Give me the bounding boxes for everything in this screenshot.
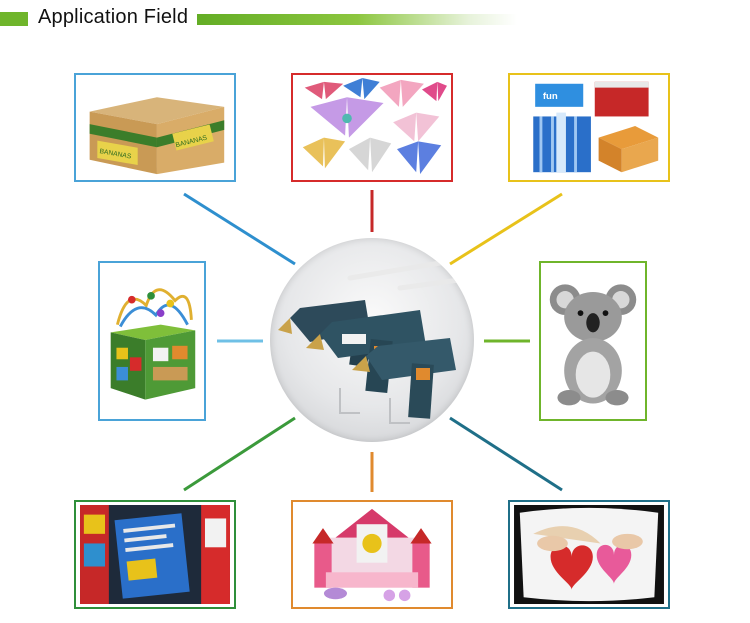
- header-accent-block: [0, 12, 28, 26]
- card-gift-boxes: fun: [508, 73, 670, 182]
- retail-packaging-icon: [80, 505, 230, 604]
- card-ribbon-bows: [291, 73, 453, 182]
- header-gradient-bar: [197, 14, 517, 25]
- connector-top-left: [183, 192, 296, 266]
- card-heart-craft: [508, 500, 670, 609]
- center-glue-gun-circle: [270, 238, 474, 442]
- koala-plush-icon: [544, 267, 642, 415]
- heart-craft-icon: [514, 505, 664, 604]
- gift-label: fun: [543, 91, 558, 102]
- castle-model-icon: [297, 505, 447, 604]
- card-bead-maze-toy: [98, 261, 206, 421]
- connector-bottom-left: [183, 416, 296, 492]
- card-koala-plush: [539, 261, 647, 421]
- card-cardboard-box: BANANAS BANANAS: [74, 73, 236, 182]
- connector-top-right: [449, 192, 563, 266]
- bead-maze-icon: [103, 267, 201, 415]
- ribbon-bows-icon: [297, 78, 447, 177]
- gift-boxes-icon: fun: [514, 78, 664, 177]
- card-castle-model: [291, 500, 453, 609]
- page-title: Application Field: [38, 6, 189, 28]
- card-retail-packaging: [74, 500, 236, 609]
- glue-gun-icon: [278, 255, 474, 424]
- connector-bottom-right: [449, 416, 563, 492]
- cardboard-box-icon: BANANAS BANANAS: [80, 78, 230, 177]
